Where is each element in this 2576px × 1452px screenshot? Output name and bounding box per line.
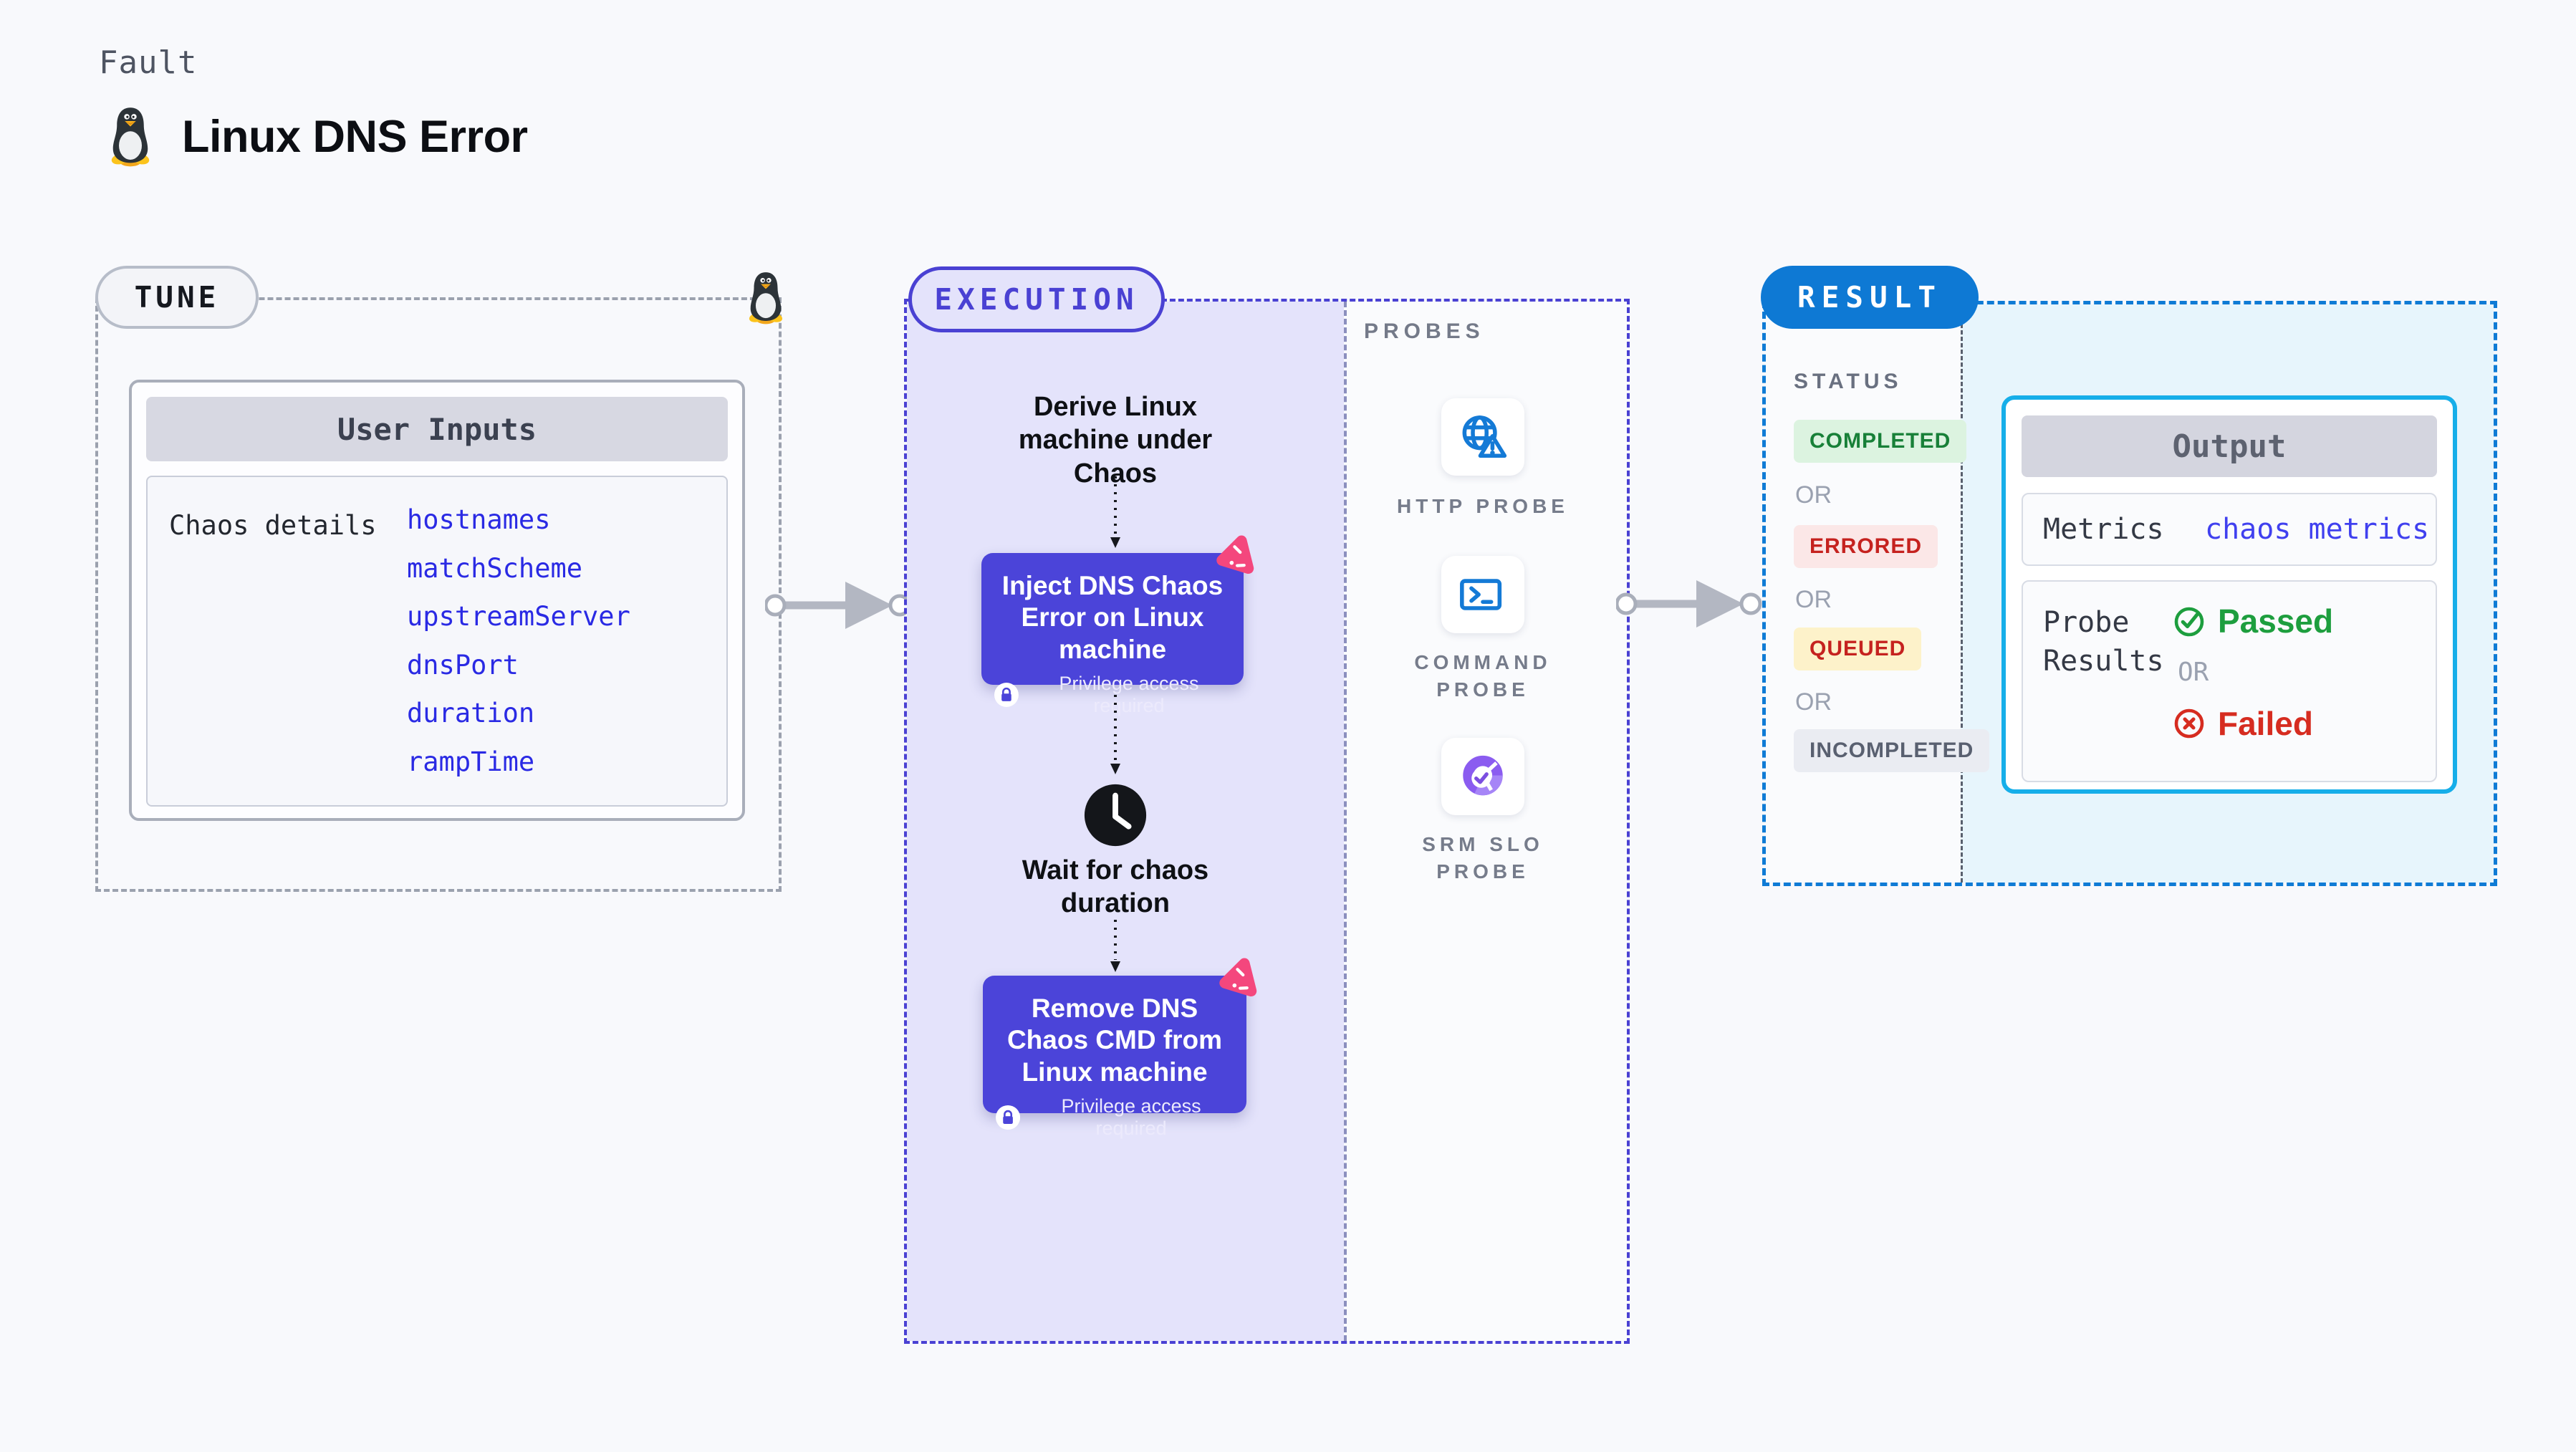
probe-results-row: Probe Results Passed OR Faile [2022,580,2437,782]
clock-icon [1084,784,1147,847]
inject-privilege-row: Privilege access required [994,673,1231,717]
probe-results-label: Probe Results [2043,606,2164,678]
param-upstreamserver: upstreamServer [407,601,630,632]
remove-chaos-node: Remove DNS Chaos CMD from Linux machine … [983,976,1246,1139]
output-header: Output [2022,415,2437,477]
probes-label: PROBES [1364,319,1485,343]
param-ramptime: rampTime [407,746,535,777]
failed-label: Failed [2218,705,2313,742]
check-circle-icon [2174,607,2204,637]
metrics-label: Metrics [2043,513,2164,546]
status-badge-queued: QUEUED [1794,628,1922,670]
user-inputs-header: User Inputs [146,397,728,461]
passed-item: Passed [2172,602,2333,640]
status-badge-errored: ERRORED [1794,525,1938,568]
globe-alert-icon [1462,415,1507,458]
linux-tux-small-icon [748,272,784,324]
terminal-icon [1460,579,1502,610]
http-probe-label: HTTP PROBE [1397,495,1569,517]
passed-label: Passed [2218,602,2334,640]
execution-to-result-arrow [1616,572,1762,636]
tune-pill: TUNE [95,266,259,329]
inject-chaos-label: Inject DNS Chaos Error on Linux machine [1001,571,1224,664]
execution-pill: EXECUTION [908,266,1165,332]
remove-chaos-label: Remove DNS Chaos CMD from Linux machine [1006,994,1223,1087]
failed-item: Failed [2172,704,2333,743]
metrics-value: chaos metrics [2205,513,2430,546]
param-matchscheme: matchScheme [407,552,583,584]
result-status-panel [1766,304,1961,883]
status-label: STATUS [1794,370,1903,393]
output-card: Output Metrics chaos metrics Probe Resul… [2001,395,2457,794]
remove-privilege-note: Privilege access required [1061,1095,1201,1140]
output-or: OR [2178,658,2209,687]
derive-step-label: Derive Linux machine under Chaos [1018,392,1213,489]
lock-icon [994,682,1019,708]
status-badge-completed: COMPLETED [1794,420,1967,463]
status-or-3: OR [1795,688,1832,716]
param-dnsport: dnsPort [407,649,519,681]
chaos-details-label: Chaos details [169,510,377,541]
user-inputs-card: User Inputs Chaos details hostnames matc… [129,380,745,821]
param-duration: duration [407,698,535,729]
x-circle-icon [2174,708,2204,739]
status-or-2: OR [1795,586,1832,613]
flow-arrow-2 [1110,695,1120,774]
param-hostnames: hostnames [407,504,551,535]
remove-privilege-row: Privilege access required [996,1095,1234,1140]
inject-chaos-node: Inject DNS Chaos Error on Linux machine … [981,553,1244,716]
command-probe-card [1441,556,1524,633]
lock-icon [996,1105,1021,1131]
command-probe-label: COMMAND PROBE [1414,651,1552,701]
tune-section [95,297,782,892]
status-badge-incompleted: INCOMPLETED [1794,729,1990,772]
chaos-params-list: hostnames matchScheme upstreamServer dns… [407,496,630,786]
wait-step-label: Wait for chaos duration [1022,855,1209,919]
title-row: Linux DNS Error [105,106,528,168]
status-or-1: OR [1795,481,1832,509]
linux-tux-icon [110,107,150,167]
chaos-pink-badge-icon [1211,533,1258,580]
flow-arrow-3 [1110,920,1120,972]
probe-results-values: Passed OR Failed [2172,602,2333,781]
page-title: Linux DNS Error [182,112,528,162]
slo-donut-icon [1463,755,1503,796]
flow-arrow-1 [1110,468,1120,548]
user-inputs-body: Chaos details hostnames matchScheme upst… [146,476,728,807]
fault-kicker: Fault [99,44,198,81]
srm-slo-probe-card [1441,738,1524,815]
srm-slo-probe-label: SRM SLO PROBE [1422,833,1544,883]
tune-to-execution-arrow [765,573,911,638]
inject-privilege-note: Privilege access required [1059,673,1199,717]
result-pill: RESULT [1761,266,1979,329]
metrics-row: Metrics chaos metrics [2022,493,2437,566]
http-probe-card [1441,398,1524,476]
chaos-pink-badge-icon [1213,956,1261,1003]
